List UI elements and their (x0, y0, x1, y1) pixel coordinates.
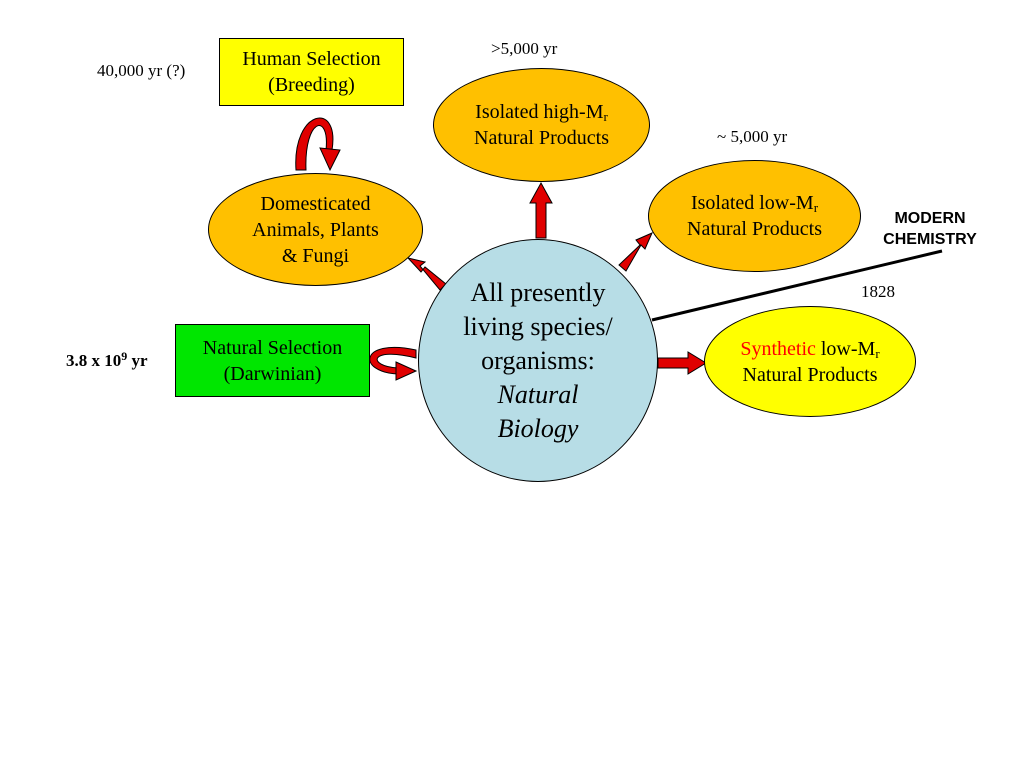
low-mr-line2: Natural Products (687, 218, 822, 240)
arrow-to-domesticated (406, 257, 447, 291)
year-1828-label: 1828 (861, 282, 895, 301)
high-mr-line2: Natural Products (474, 127, 609, 149)
modern-chemistry-line (651, 249, 943, 322)
human-selection-line2: (Breeding) (268, 74, 355, 96)
modern-line1: MODERN (894, 210, 966, 227)
domesticated-line1: Domesticated (260, 192, 371, 215)
natural-selection-line1: Natural Selection (202, 336, 343, 359)
synthetic-line2: Natural Products (742, 363, 878, 386)
synthetic-line1: Synthetic low-Mr (740, 337, 880, 361)
human-selection-box: Human Selection (Breeding) (219, 38, 404, 106)
natural-time-label: 3.8 x 109 yr (66, 349, 148, 370)
natural-selection-line2: (Darwinian) (223, 362, 322, 385)
natural-selection-box: Natural Selection (Darwinian) (175, 324, 370, 397)
low-mr-ellipse: Isolated low-Mr Natural Products (648, 160, 861, 272)
domesticated-ellipse: Domesticated Animals, Plants & Fungi (208, 173, 423, 286)
low-time-label: ~ 5,000 yr (717, 127, 788, 146)
low-mr-line1: Isolated low-Mr (690, 192, 819, 215)
center-line2: living species/ (463, 311, 613, 341)
arrow-to-synthetic (657, 351, 707, 375)
center-line5: Biology (497, 413, 579, 443)
modern-line2: CHEMISTRY (883, 231, 977, 248)
human-selection-arrowhead (319, 147, 341, 172)
human-time-label: 40,000 yr (?) (97, 61, 186, 80)
high-mr-line1: Isolated high-Mr (475, 101, 608, 124)
center-line4: Natural (497, 379, 579, 409)
domesticated-line2: Animals, Plants (252, 218, 379, 241)
arrow-to-high-mr (529, 181, 553, 239)
center-ellipse: All presently living species/ organisms:… (418, 239, 658, 482)
synthetic-word: Synthetic (740, 337, 816, 360)
human-selection-line1: Human Selection (242, 48, 381, 70)
natural-selection-arrowhead (395, 361, 418, 381)
high-time-label: >5,000 yr (491, 39, 558, 58)
domesticated-line3: & Fungi (281, 244, 350, 267)
high-mr-ellipse: Isolated high-Mr Natural Products (433, 68, 650, 182)
center-line1: All presently (470, 277, 606, 307)
center-line3: organisms: (481, 345, 595, 375)
arrow-to-low-mr (618, 232, 653, 272)
modern-chemistry-label: MODERN CHEMISTRY (862, 208, 998, 250)
synthetic-ellipse: Synthetic low-Mr Natural Products (704, 306, 916, 417)
